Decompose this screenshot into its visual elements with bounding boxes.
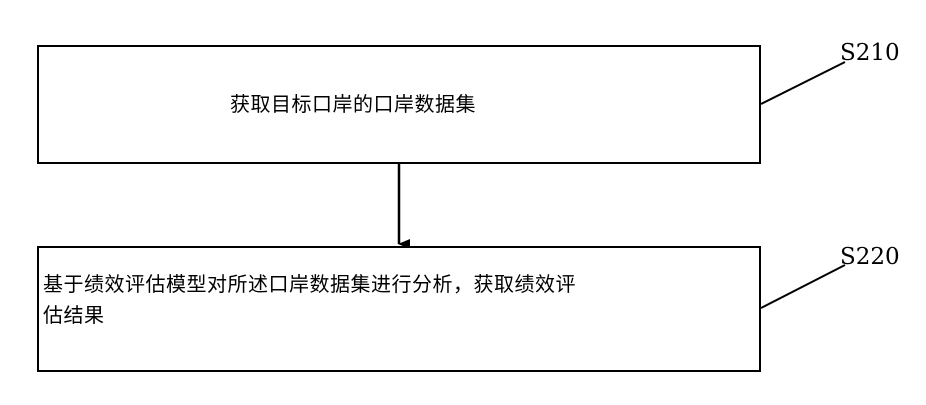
step-label-s220: S220: [840, 244, 900, 270]
leader-line-s210: [761, 62, 845, 104]
step-text-s220-line1: 基于绩效评估模型对所述口岸数据集进行分析，获取绩效评: [43, 269, 576, 300]
step-box-s220: [37, 246, 761, 372]
step-text-s210: 获取目标口岸的口岸数据集: [230, 89, 476, 120]
step-text-s220-line2: 估结果: [43, 300, 105, 331]
step-label-s210: S210: [840, 40, 900, 66]
leader-line-s220: [761, 265, 845, 308]
